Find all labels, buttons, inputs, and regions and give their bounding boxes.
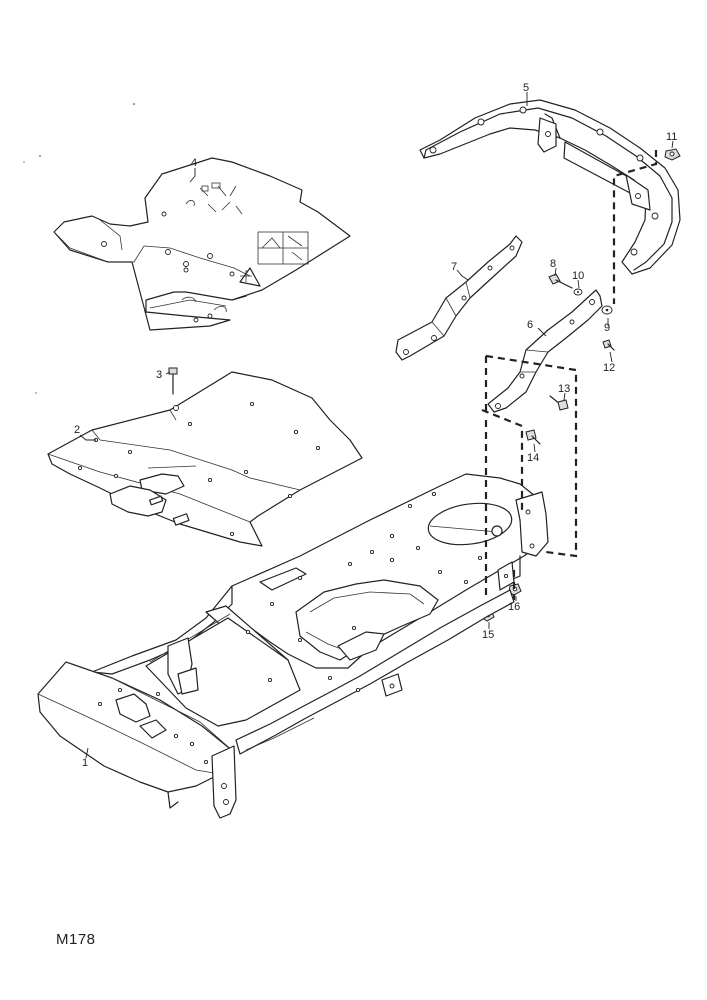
- part-5-rear-bumper: [419, 99, 681, 275]
- callout-7: 7: [451, 261, 457, 273]
- part-10-washer: [573, 288, 583, 296]
- callout-12: 12: [603, 362, 615, 374]
- callout-16: 16: [508, 601, 520, 613]
- callout-labels: 5 11 4 7 8 10 6 9 12 3 13 2 14 16 15 1: [74, 82, 677, 769]
- assembly-lines: [481, 150, 658, 600]
- callout-14: 14: [527, 452, 539, 464]
- callout-8: 8: [550, 258, 556, 270]
- part-1-main-frame: [37, 473, 549, 819]
- part-4-floor-mat: [53, 157, 351, 331]
- part-3-screw: [168, 367, 178, 395]
- callout-11: 11: [666, 131, 677, 143]
- hardware: [168, 148, 681, 622]
- callout-4: 4: [191, 157, 197, 169]
- callout-6: 6: [527, 319, 533, 331]
- callout-5: 5: [523, 82, 529, 94]
- leader-lines: [79, 92, 674, 759]
- scan-specks: [23, 103, 135, 394]
- part-14-bolt: [525, 429, 541, 445]
- callout-13: 13: [558, 383, 570, 395]
- part-2-floor-plate: [47, 371, 363, 547]
- part-8-bolt: [548, 273, 573, 289]
- part-9-washer: [601, 305, 613, 315]
- callout-9: 9: [604, 322, 610, 334]
- callout-15: 15: [482, 629, 494, 641]
- part-11-nut: [664, 148, 681, 161]
- part-12-screw: [602, 339, 615, 351]
- callout-3: 3: [156, 369, 162, 381]
- diagram-code: M178: [56, 931, 96, 948]
- callout-1: 1: [82, 757, 88, 769]
- part-7-bracket: [395, 235, 523, 361]
- part-6-bracket: [487, 289, 603, 413]
- part-13-bolt: [549, 395, 569, 411]
- callout-10: 10: [572, 270, 584, 282]
- callout-2: 2: [74, 424, 80, 436]
